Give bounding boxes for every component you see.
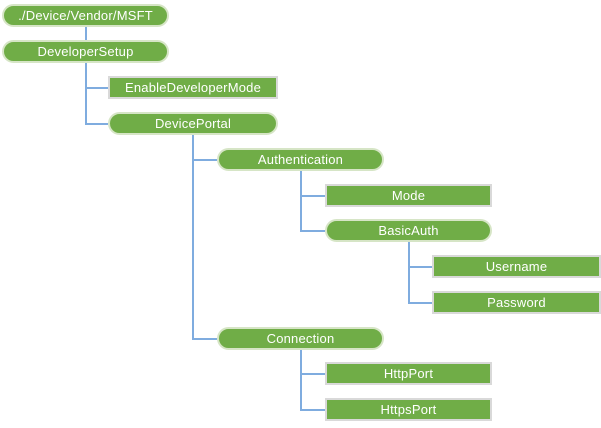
tree-node-connection: Connection [217, 327, 384, 350]
connector-horizontal [408, 301, 432, 304]
connector-horizontal [85, 122, 108, 125]
tree-node-label: DeveloperSetup [37, 44, 134, 59]
tree-node-authentication: Authentication [217, 148, 384, 171]
tree-node-mode: Mode [325, 184, 492, 207]
tree-node-username: Username [432, 255, 601, 278]
tree-node-root: ./Device/Vendor/MSFT [2, 4, 169, 27]
tree-node-enabledevelopermode: EnableDeveloperMode [108, 76, 278, 99]
tree-node-label: DevicePortal [154, 116, 232, 131]
tree-node-label: BasicAuth [378, 223, 439, 238]
tree-node-label: Authentication [257, 152, 344, 167]
connector-horizontal [300, 408, 325, 411]
connector-vertical [84, 27, 87, 40]
tree-node-label: EnableDeveloperMode [124, 80, 262, 95]
connector-horizontal [85, 86, 108, 89]
connector-horizontal [300, 229, 325, 232]
tree-node-label: Username [485, 259, 548, 274]
tree-node-label: HttpsPort [380, 402, 437, 417]
tree-node-label: Mode [391, 188, 426, 203]
tree-node-basicauth: BasicAuth [325, 219, 492, 242]
tree-node-httpport: HttpPort [325, 362, 492, 385]
connector-vertical [299, 350, 302, 411]
tree-node-label: ./Device/Vendor/MSFT [18, 8, 153, 23]
connector-vertical [192, 135, 194, 340]
connector-vertical [407, 242, 410, 304]
tree-node-label: HttpPort [383, 366, 434, 381]
connector-horizontal [193, 158, 217, 161]
tree-node-developersetup: DeveloperSetup [2, 40, 169, 63]
connector-horizontal [408, 265, 432, 268]
connector-vertical [84, 63, 87, 125]
tree-node-password: Password [432, 291, 601, 314]
tree-node-httpsport: HttpsPort [325, 398, 492, 421]
tree-node-label: Connection [266, 331, 335, 346]
connector-vertical [299, 171, 302, 232]
connector-horizontal [300, 372, 325, 375]
connector-horizontal [193, 337, 217, 340]
tree-node-label: Password [487, 295, 546, 310]
tree-node-deviceportal: DevicePortal [108, 112, 278, 135]
connector-horizontal [300, 194, 325, 197]
